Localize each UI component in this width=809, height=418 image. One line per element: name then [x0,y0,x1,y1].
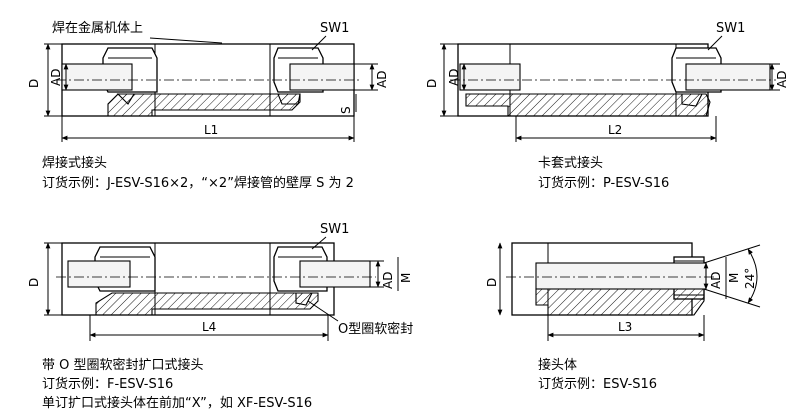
right-tube [289,63,355,91]
l1-dim-label: L1 [204,123,218,137]
weld-on-metal-label: 焊在金属机体上 [52,20,143,36]
section-hatch [465,93,711,117]
left-tube [61,63,133,91]
ferrule-caption-title: 卡套式接头 [538,156,604,171]
left-tube [459,63,521,91]
flared-union-drawing: SW1 D AD M L4 O型圈软密封 [27,222,413,341]
weld-leader-line [149,37,223,44]
ad-dim-label: AD [709,272,723,289]
m-dim-label: M [399,273,413,283]
left-tube [67,260,131,288]
m-dim-label: M [727,273,741,283]
d-dim-label: D [27,278,41,287]
sw1-label: SW1 [320,222,349,237]
flared-caption-separate-order-note: 单订扩口式接头体在前加“X”，如 XF-ESV-S16 [42,396,313,411]
ad-left-dim-label: AD [49,69,63,86]
l2-dim-label: L2 [608,123,622,137]
sw1-label: SW1 [320,21,349,36]
l3-dim-label: L3 [618,320,632,334]
flared-caption-title: 带 O 型圈软密封扩口式接头 [42,358,204,373]
welded-union-drawing: 焊在金属机体上 SW1 D AD AD S L1 [27,20,389,142]
d-dim-label: D [485,278,499,287]
d-dim-label: D [27,79,41,88]
ad-left-dim-label: AD [447,69,461,86]
welded-caption-title: 焊接式接头 [42,156,108,171]
l4-dim-label: L4 [202,320,216,334]
ad-right-dim-label: AD [775,71,789,88]
bore [535,262,707,290]
body-caption-title: 接头体 [538,358,578,373]
section-hatch [535,288,705,316]
d-dim-label: D [425,79,439,88]
sw1-label: SW1 [716,21,745,36]
section-hatch [95,292,319,316]
oring-label: O型圈软密封 [338,321,413,337]
ad-right-dim-label: AD [375,71,389,88]
right-tube [299,260,371,288]
angle-24-label: 24° [743,268,757,289]
right-tube [685,63,771,91]
s-dim-label: S [339,106,353,114]
flared-caption-order-example: 订货示例：F-ESV-S16 [42,377,174,392]
ferrule-union-drawing: SW1 D AD AD L2 [425,21,789,142]
body-caption-order-example: 订货示例：ESV-S16 [538,377,658,392]
welded-caption-order-example: 订货示例：J-ESV-S16×2，“×2”焊接管的壁厚 S 为 2 [42,176,354,191]
cone-angle-lines [703,244,761,308]
ferrule-caption-order-example: 订货示例：P-ESV-S16 [538,176,670,191]
ad-dim-label: AD [381,272,395,289]
connector-body-drawing: 24° D AD M L3 [485,242,761,341]
